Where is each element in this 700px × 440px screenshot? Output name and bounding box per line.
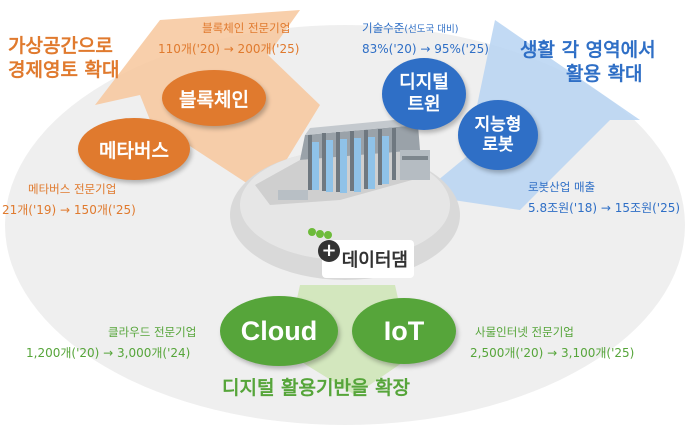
bottom-heading: 디지털 활용기반을 확장 [222, 377, 411, 399]
data-dam-label: 데이터댐 [341, 250, 408, 271]
iot-oval: IoT [352, 298, 456, 364]
iot-stat-value: 2,500개('20) → 3,100개('25) [470, 346, 635, 360]
data-dam-illustration [255, 118, 430, 239]
digital-twin-label-line-1: 디지털 [399, 72, 449, 94]
tech-level-title-text: 기술수준 [362, 21, 405, 35]
iot-label: IoT [383, 315, 425, 346]
left-heading-line-1: 가상공간으로 [8, 35, 113, 57]
left-heading-line-2: 경제영토 확대 [8, 59, 120, 81]
metaverse-label: 메타버스 [99, 139, 169, 162]
cloud-oval: Cloud [220, 296, 338, 366]
plus-icon: + [318, 240, 340, 262]
metaverse-oval: 메타버스 [78, 118, 190, 180]
digital-twin-label-line-2: 트윈 [407, 94, 441, 115]
tech-level-stat-value: 83%('20) → 95%('25) [362, 42, 489, 56]
right-heading-line-1: 생활 각 영역에서 [520, 39, 656, 61]
cloud-label: Cloud [240, 315, 318, 346]
blockchain-label: 블록체인 [179, 88, 249, 111]
robot-label-line-2: 로봇 [482, 135, 514, 155]
robot-label-line-1: 지능형 [474, 114, 522, 135]
cloud-stat-title: 클라우드 전문기업 [108, 325, 197, 339]
iot-stat-title: 사물인터넷 전문기업 [475, 325, 574, 339]
blockchain-oval: 블록체인 [162, 70, 266, 126]
right-heading-line-2: 활용 확대 [566, 63, 643, 85]
robot-stat-title: 로봇산업 매출 [528, 180, 596, 194]
tech-level-title-note: (선도국 대비) [404, 24, 459, 35]
robot-stat-value: 5.8조원('18) → 15조원('25) [528, 201, 681, 215]
blockchain-stat-title: 블록체인 전문기업 [202, 21, 291, 35]
cloud-stat-value: 1,200개('20) → 3,000개('24) [26, 346, 191, 360]
tech-level-stat-title: 기술수준(선도국 대비) [362, 21, 459, 36]
robot-oval: 지능형 로봇 [458, 100, 538, 170]
metaverse-stat-title: 메타버스 전문기업 [28, 182, 117, 196]
blockchain-stat-value: 110개('20) → 200개('25) [158, 42, 300, 56]
digital-twin-oval: 디지털 트윈 [382, 58, 466, 130]
metaverse-stat-value: 21개('19) → 150개('25) [2, 203, 136, 217]
